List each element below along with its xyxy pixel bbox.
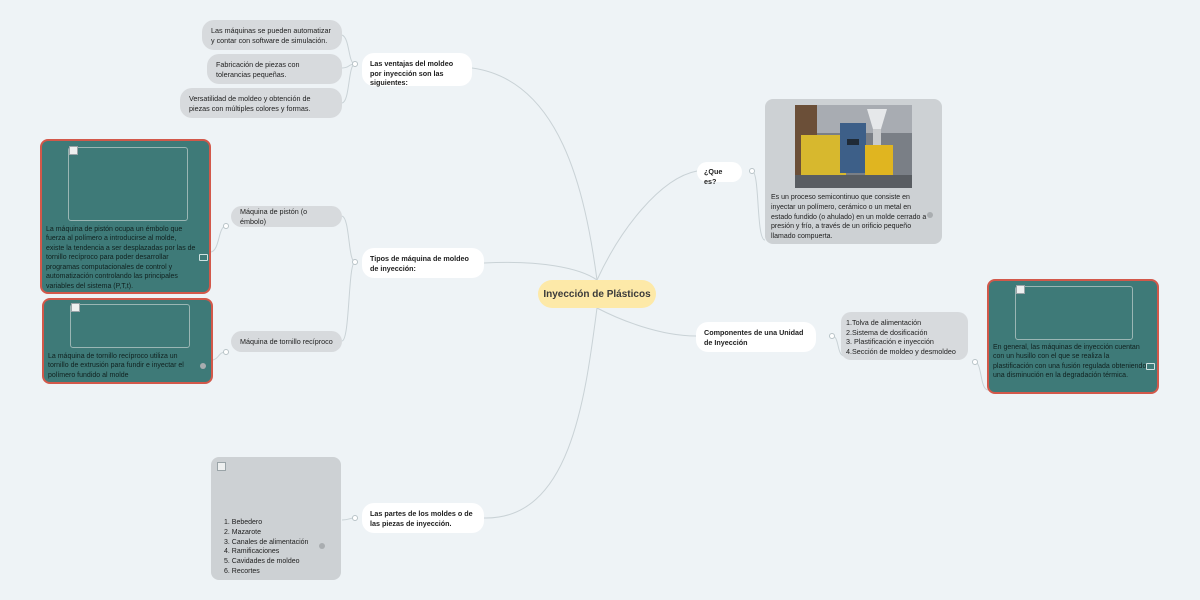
ventaja-item-3[interactable]: Versatilidad de moldeo y obtención de pi… xyxy=(180,88,342,118)
tipo-tornillo[interactable]: Máquina de tornillo recíproco xyxy=(231,331,342,352)
tipo-tornillo-label: Máquina de tornillo recíproco xyxy=(240,336,333,346)
piston-note-text: La máquina de pistón ocupa un émbolo que… xyxy=(46,226,196,290)
tornillo-image-placeholder xyxy=(70,304,190,348)
topic-partes-label: Las partes de los moldes o de las piezas… xyxy=(370,509,473,528)
note-icon[interactable] xyxy=(319,543,325,549)
partes-list-item: 6. Recortes xyxy=(224,567,260,575)
topic-ventajas[interactable]: Las ventajas del moldeo por inyección so… xyxy=(362,53,472,88)
tornillo-note-card[interactable]: La máquina de tornillo recíproco utiliza… xyxy=(42,298,213,384)
topic-tipos[interactable]: Tipos de máquina de moldeo de inyección: xyxy=(362,248,484,278)
broken-image-icon xyxy=(71,303,80,312)
componentes-list-item: 1.Tolva de alimentación xyxy=(846,318,922,327)
note-icon[interactable] xyxy=(1146,363,1155,370)
piston-image-placeholder xyxy=(68,147,188,221)
partes-list-item: 5. Cavidades de moldeo xyxy=(224,558,300,566)
partes-list-item: 4. Ramificaciones xyxy=(224,548,280,556)
que-es-card[interactable]: Es un proceso semicontinuo que consiste … xyxy=(765,99,942,244)
injection-machine-photo xyxy=(795,105,912,188)
partes-card[interactable]: 1. Bebedero 2. Mazarote 3. Canales de al… xyxy=(211,457,341,580)
central-topic-label: Inyección de Plásticos xyxy=(543,288,651,300)
que-es-text: Es un proceso semicontinuo que consiste … xyxy=(771,194,927,241)
topic-componentes-label: Componentes de una Unidad de Inyección xyxy=(704,328,804,347)
broken-image-icon xyxy=(69,146,78,155)
tipo-piston[interactable]: Máquina de pistón (o émbolo) xyxy=(231,206,342,227)
componentes-list-item: 2.Sistema de dosificación xyxy=(846,327,928,337)
partes-list-item: 3. Canales de alimentación xyxy=(224,538,309,546)
topic-ventajas-label: Las ventajas del moldeo por inyección so… xyxy=(370,59,454,88)
ventaja-item-1[interactable]: Las máquinas se pueden automatizar y con… xyxy=(202,20,342,50)
ventaja-item-3-label: Versatilidad de moldeo y obtención de pi… xyxy=(189,94,311,113)
componentes-note-text: En general, las máquinas de inyección cu… xyxy=(993,344,1147,380)
topic-partes[interactable]: Las partes de los moldes o de las piezas… xyxy=(362,503,484,533)
topic-componentes[interactable]: Componentes de una Unidad de Inyección xyxy=(696,322,816,352)
ventaja-item-1-label: Las máquinas se pueden automatizar y con… xyxy=(211,26,331,45)
note-icon[interactable] xyxy=(200,363,206,369)
central-topic[interactable]: Inyección de Plásticos xyxy=(538,280,656,308)
tipo-piston-label: Máquina de pistón (o émbolo) xyxy=(240,206,308,226)
broken-image-icon xyxy=(1016,285,1025,294)
broken-image-icon xyxy=(217,462,226,471)
componentes-image-placeholder xyxy=(1015,286,1133,340)
topic-que-es[interactable]: ¿Que es? xyxy=(697,162,742,186)
ventaja-item-2-label: Fabricación de piezas con tolerancias pe… xyxy=(216,60,300,79)
componentes-list-item: 4.Sección de moldeo y desmoldeo xyxy=(846,347,956,357)
note-icon[interactable] xyxy=(199,254,208,261)
componentes-list-item: 3. Plastificación e inyección xyxy=(846,337,934,347)
componentes-list[interactable]: 1.Tolva de alimentación 2.Sistema de dos… xyxy=(841,312,968,360)
partes-list-item: 2. Mazarote xyxy=(224,528,261,536)
partes-list-item: 1. Bebedero xyxy=(224,519,263,526)
ventaja-item-2[interactable]: Fabricación de piezas con tolerancias pe… xyxy=(207,54,342,84)
topic-tipos-label: Tipos de máquina de moldeo de inyección: xyxy=(370,254,469,273)
tornillo-note-text: La máquina de tornillo recíproco utiliza… xyxy=(48,353,184,379)
note-icon[interactable] xyxy=(927,212,933,218)
partes-list: 1. Bebedero 2. Mazarote 3. Canales de al… xyxy=(224,518,336,577)
piston-note-card[interactable]: La máquina de pistón ocupa un émbolo que… xyxy=(40,139,211,294)
componentes-note-card[interactable]: En general, las máquinas de inyección cu… xyxy=(987,279,1159,394)
topic-que-es-label: ¿Que es? xyxy=(704,167,723,186)
